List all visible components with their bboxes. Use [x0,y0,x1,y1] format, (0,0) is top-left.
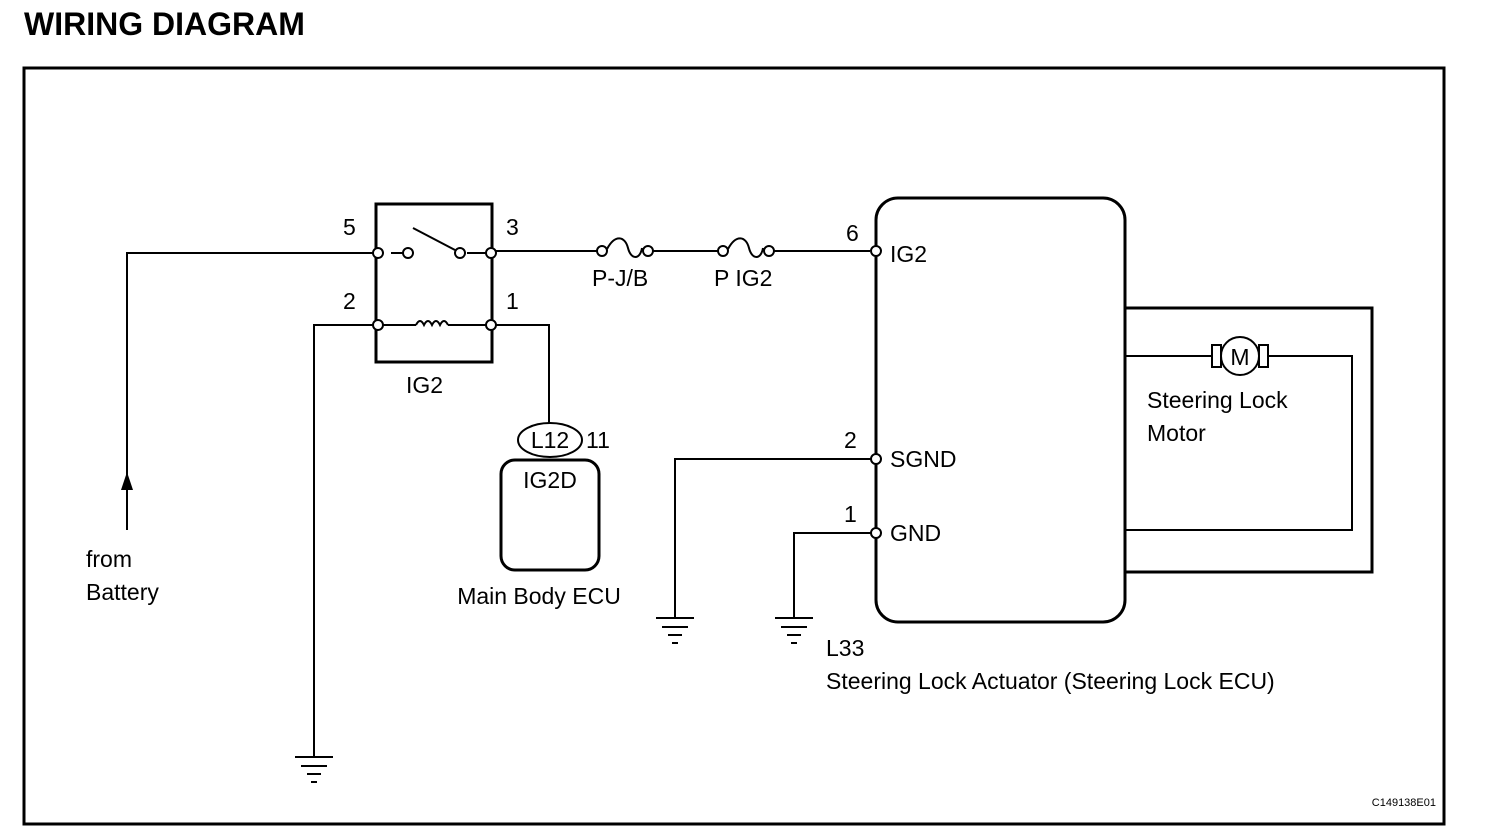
motor-label-line1: Steering Lock [1147,387,1288,413]
ecu-pin-label: 11 [586,427,610,453]
sgnd-ground-wire [674,458,871,618]
fuse-pjb-label: P-J/B [592,265,648,291]
page-title: WIRING DIAGRAM [24,6,305,42]
fuse-pig2-label: P IG2 [714,265,772,291]
relay-pin-2-label: 2 [343,288,356,314]
actuator-gnd-pin-name: GND [890,520,941,546]
battery-feed-wire [121,252,378,530]
actuator-ig2-pin-name: IG2 [890,241,927,267]
ig2-relay [372,202,497,364]
diagram-frame [22,66,1446,826]
motor-label-line2: Motor [1147,420,1206,446]
actuator-sgnd-pin-name: SGND [890,446,956,472]
relay-ground-wire [313,324,373,757]
switch-contact-icon [412,227,456,251]
ground-icon [295,756,333,783]
relay-coil-icon [415,320,449,328]
battery-label-line1: from [86,546,132,572]
relay-pin-1-label: 1 [506,288,519,314]
motor-symbol: M [1230,344,1249,370]
fuse-icon [596,237,654,258]
motor-enclosure [1125,306,1374,574]
relay-pin-1 [485,319,497,331]
l12-connector-icon [517,422,583,458]
l12-connector-label: L12 [531,427,569,453]
battery-label-line2: Battery [86,579,159,605]
actuator-ig2-pin-number: 6 [846,220,859,246]
fuse-icon [717,237,775,258]
relay-pin-3 [485,247,497,259]
ground-icon [656,617,694,644]
motor-wire [1125,355,1353,531]
ig2d-terminal-label: IG2D [523,467,577,493]
relay-pin-2 [372,319,384,331]
actuator-connector-label: L33 [826,635,864,661]
arrow-up-icon [121,472,133,490]
main-body-ecu-name: Main Body ECU [457,583,621,609]
motor-icon [1211,336,1269,376]
relay-pin-3-label: 3 [506,214,519,240]
gnd-ground-wire [793,532,871,618]
actuator-sgnd-pin-number: 2 [844,427,857,453]
actuator-name: Steering Lock Actuator (Steering Lock EC… [826,668,1275,694]
steering-lock-actuator-box [874,196,1127,624]
actuator-gnd-pin-number: 1 [844,501,857,527]
relay-name: IG2 [406,372,443,398]
relay-to-ecu-wire [496,324,550,427]
main-body-ecu-box [499,458,601,572]
actuator-pin-sgnd [870,453,882,465]
figure-code: C149138E01 [1372,797,1436,809]
actuator-pin-gnd [870,527,882,539]
relay-pin-5 [372,247,384,259]
ground-icon [775,617,813,644]
relay-body [374,202,494,364]
actuator-pin-ig2 [870,245,882,257]
relay-pin-5-label: 5 [343,214,356,240]
